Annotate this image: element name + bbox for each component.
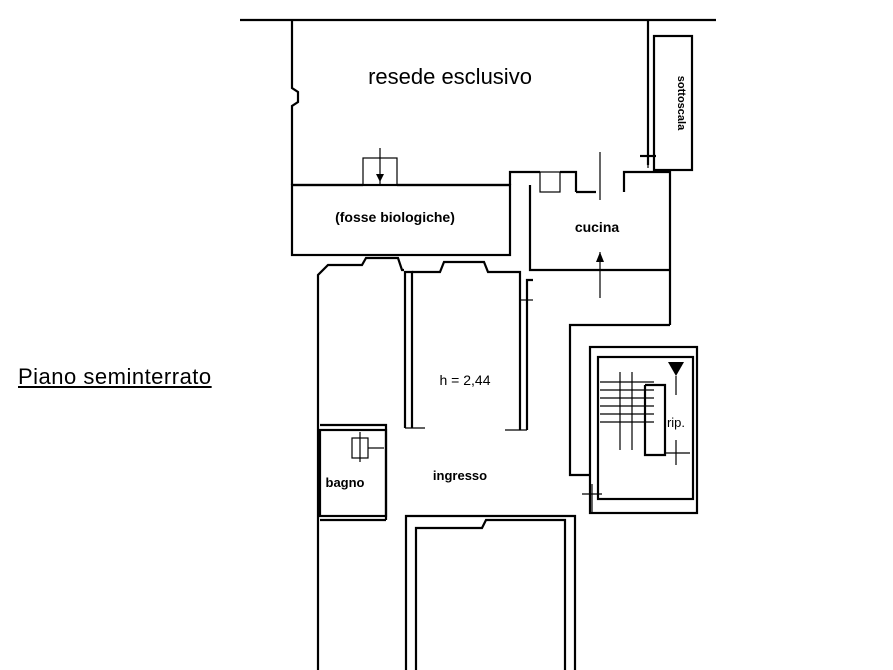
fosse-label: (fosse biologiche) bbox=[335, 209, 455, 225]
ingresso-label: ingresso bbox=[433, 468, 487, 483]
cucina-label: cucina bbox=[575, 219, 620, 235]
bagno-label: bagno bbox=[326, 475, 365, 490]
bagno-room bbox=[318, 428, 388, 518]
resede-label: resede esclusivo bbox=[368, 64, 532, 89]
ripostiglio-label: rip. bbox=[667, 415, 685, 430]
hatch-symbol bbox=[362, 148, 398, 186]
sottoscala-label: sottoscala bbox=[675, 76, 687, 131]
fosse-room bbox=[290, 183, 512, 257]
left-wall bbox=[316, 256, 404, 670]
height-label: h = 2,44 bbox=[440, 372, 491, 388]
resede-area bbox=[290, 20, 650, 187]
central-room bbox=[403, 260, 533, 431]
lower-room bbox=[320, 514, 577, 670]
stair-block bbox=[582, 345, 699, 515]
sottoscala-room bbox=[640, 34, 694, 172]
cucina-room bbox=[508, 152, 672, 477]
floor-label: Piano seminterrato bbox=[18, 364, 212, 389]
